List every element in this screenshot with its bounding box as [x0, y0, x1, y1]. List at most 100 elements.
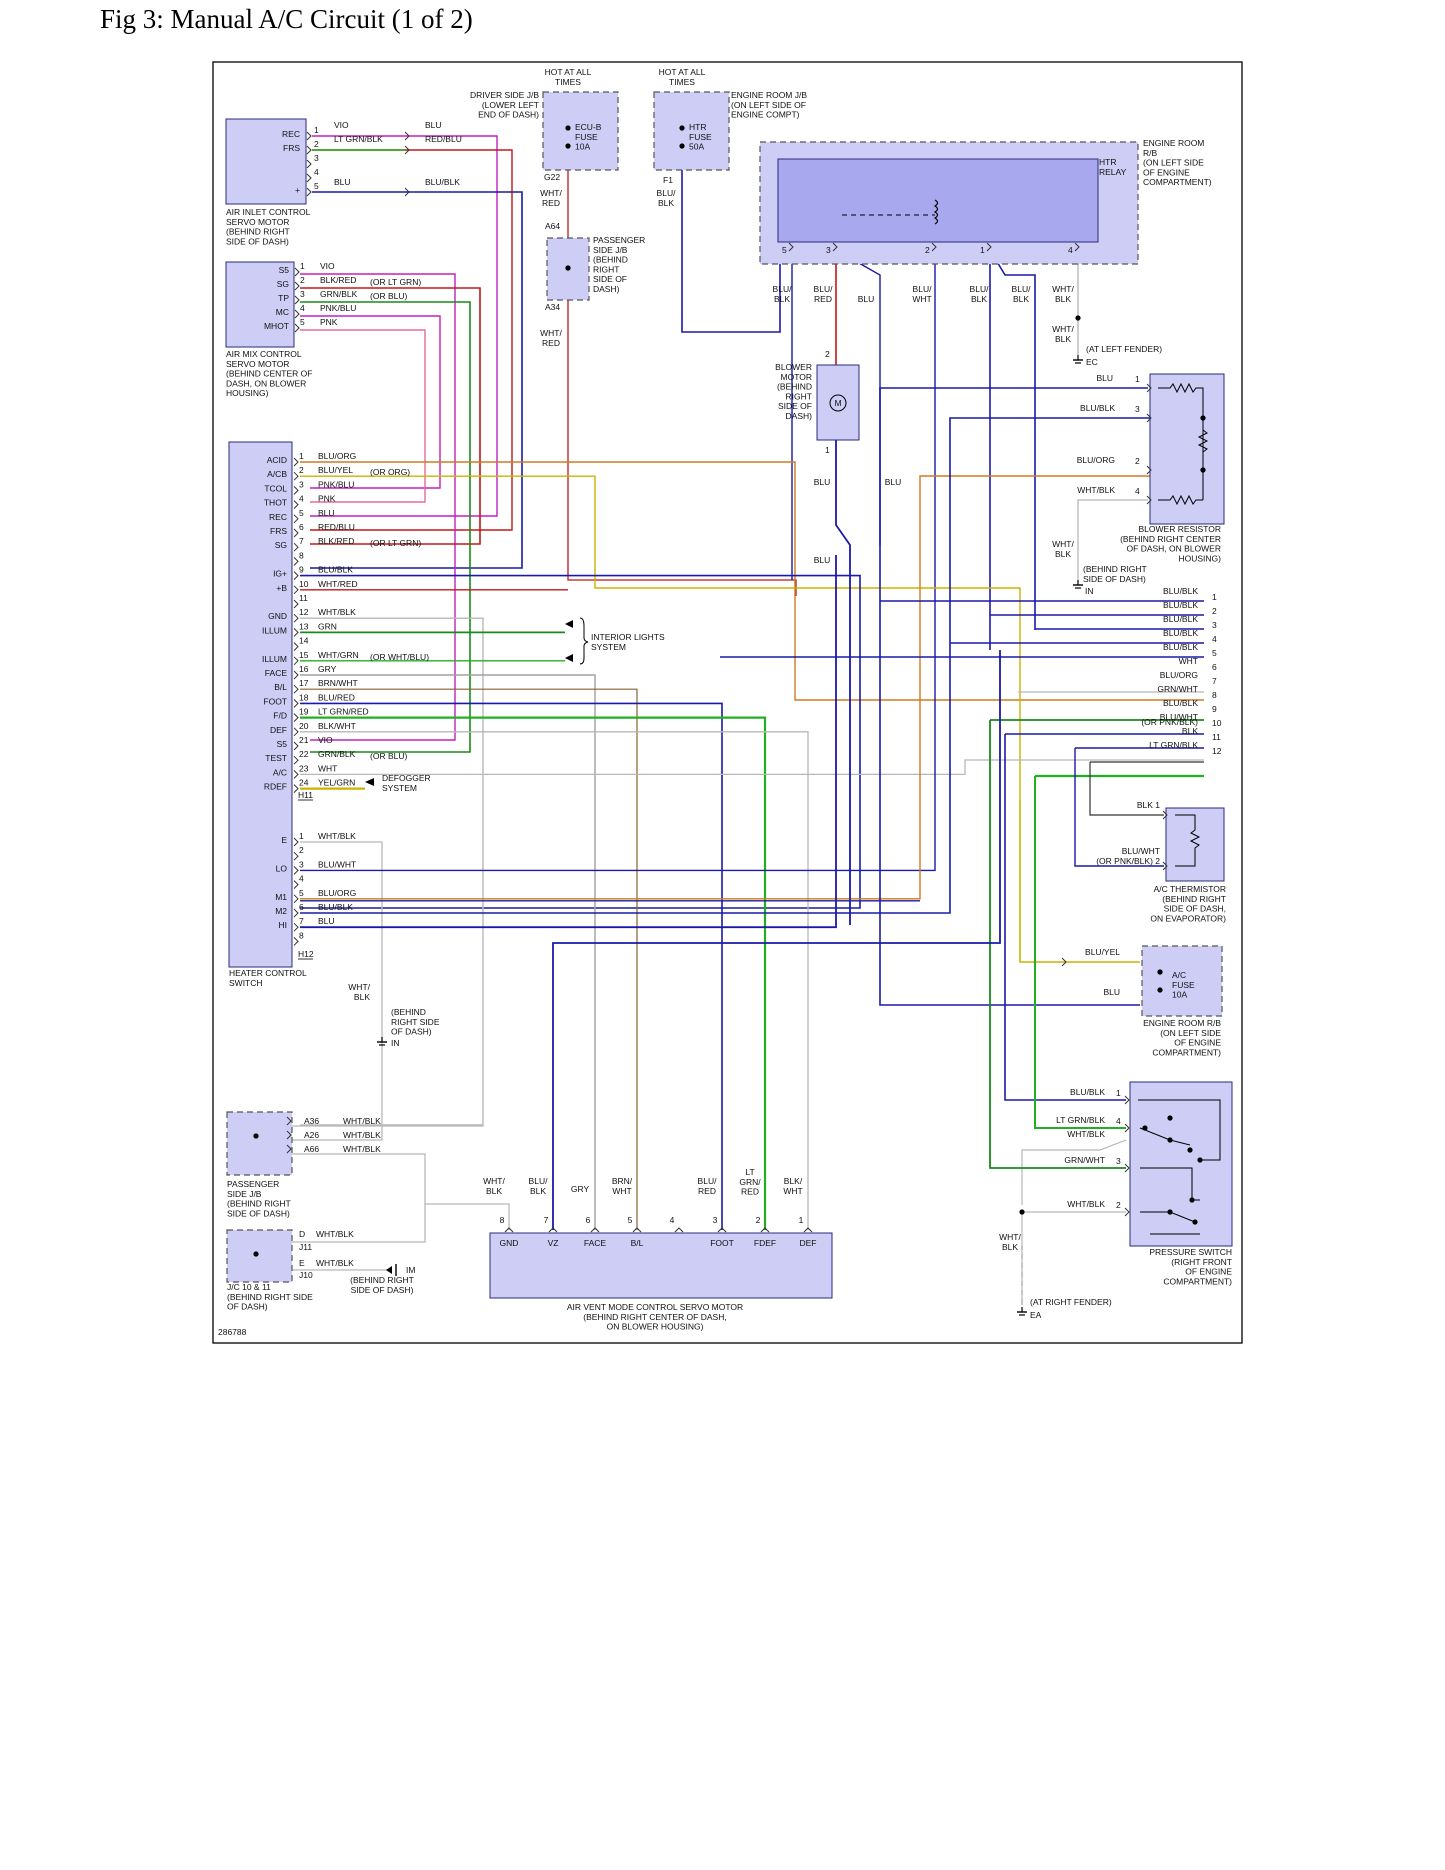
heater-pin: 11: [299, 593, 308, 603]
heater-pin-mark: [293, 585, 299, 595]
pressure-pin: 1: [1116, 1088, 1121, 1098]
mix-pin: 1: [300, 261, 305, 271]
h12-label: H12: [298, 949, 314, 959]
inlet-far-color: BLU/BLK: [425, 177, 460, 187]
heater-pin: 16: [299, 664, 309, 674]
bus-number: 5: [1212, 648, 1217, 658]
heater-b-wire-color: BLU: [318, 916, 335, 926]
heater-terminal: REC: [269, 512, 287, 522]
htr-fuse-to-relay-wire: [681, 170, 781, 333]
fd-wire: [300, 716, 767, 1230]
relay-pin-5: 5: [782, 245, 787, 255]
jb-pin-mark: [286, 1116, 292, 1126]
in-label: IN: [1085, 586, 1094, 596]
inlet-far-color: RED/BLU: [425, 134, 462, 144]
heater-pin-mark: [293, 727, 299, 737]
vent-terminal: VZ: [548, 1238, 559, 1248]
relay-pin-mark: [832, 242, 838, 252]
heater-wire-color: WHT/RED: [318, 579, 358, 589]
heater-pin: 23: [299, 763, 309, 773]
vent-terminal: B/L: [631, 1238, 644, 1248]
inline-connector: [404, 131, 410, 141]
pressure-wire-color: BLU/BLK: [1070, 1087, 1105, 1097]
vent-pin: 1: [799, 1215, 804, 1225]
heater-wire-color: BLU/RED: [318, 692, 355, 702]
mix-mhot-wire: [300, 329, 426, 503]
relay-wire-color: BLU/BLK: [1012, 284, 1032, 304]
vent-pin: 7: [544, 1215, 549, 1225]
heater-wire-color: RED/BLU: [318, 522, 355, 532]
heater-pin: 18: [299, 692, 309, 702]
relay-wire-color: WHT/BLK: [1052, 284, 1074, 304]
splice-dot: [1142, 1125, 1148, 1131]
heater-wire-color: BLU/ORG: [318, 451, 356, 461]
mix-pin: 4: [300, 303, 305, 313]
heater-pin: 3: [299, 479, 304, 489]
mix-pin: 2: [300, 275, 305, 285]
ac-wire: [300, 759, 1204, 776]
mix-tp-wire: [300, 301, 471, 753]
resistor-pin-mark: [1146, 413, 1152, 423]
heater-b-pin: 6: [299, 902, 304, 912]
jb-a66-wire: [292, 1153, 426, 1243]
interior-arrow: [565, 620, 573, 628]
heater-wire-color: GRN/BLK: [318, 749, 356, 759]
jb-pin-mark: [286, 1144, 292, 1154]
inlet-far-color: BLU: [425, 120, 442, 130]
resistor-blu-wire: [879, 387, 1148, 545]
heater-terminal: F/D: [273, 711, 287, 721]
thermistor-bluwht-wire: [1074, 748, 1164, 867]
vent-wire-color: BLU/RED: [698, 1176, 718, 1196]
blower-blu-label: BLU: [885, 477, 902, 487]
heater-wire-color: GRY: [318, 664, 337, 674]
splice-dot: [565, 143, 571, 149]
splice-dot: [253, 1133, 259, 1139]
heater-wire-color: LT GRN/RED: [318, 707, 369, 717]
heater-pin: 24: [299, 778, 309, 788]
figure-title: Fig 3: Manual A/C Circuit (1 of 2): [100, 4, 473, 34]
inline-connector: [404, 145, 410, 155]
bus-wire-color: WHT: [1179, 656, 1198, 666]
ea-label: EA: [1030, 1310, 1042, 1320]
thermistor-element: [1175, 814, 1201, 867]
inlet-terminal: +: [295, 185, 300, 195]
heater-pin: 9: [299, 565, 304, 575]
connector-mark: [1162, 810, 1168, 820]
diagram-frame: [212, 61, 1243, 1344]
pressure-pin: 2: [1116, 1200, 1121, 1210]
heater-pin: 10: [299, 579, 309, 589]
heater-b-pin-mark: [293, 866, 299, 875]
heater-b-pin-mark: [293, 908, 299, 918]
pressure-whtblk-color: WHT/BLK: [1067, 1129, 1105, 1139]
air-vent-servo-label: AIR VENT MODE CONTROL SERVO MOTOR(BEHIND…: [567, 1302, 743, 1332]
heater-b-terminal: E: [281, 835, 287, 845]
htr-relay-body: [777, 158, 1099, 243]
heater-pin: 7: [299, 536, 304, 546]
mix-pin-mark: [294, 295, 300, 305]
heater-pin: 19: [299, 707, 309, 717]
heater-pin: 14: [299, 636, 309, 646]
ac-fuse-yel-wire: [1019, 800, 1140, 963]
bus-number: 12: [1212, 746, 1222, 756]
bus-number: 4: [1212, 634, 1217, 644]
at-right-fender-label: (AT RIGHT FENDER): [1030, 1297, 1112, 1307]
a34-label: A34: [545, 302, 560, 312]
mix-wire-note: (OR BLU): [370, 291, 407, 301]
relay-pin-2: 2: [925, 245, 930, 255]
mix-mc-wire: [300, 315, 441, 489]
interior-brace: [579, 617, 589, 665]
heater-wire-color: WHT: [318, 763, 337, 773]
at-left-fender-label: (AT LEFT FENDER): [1086, 344, 1162, 354]
heater-pin-mark: [293, 684, 299, 694]
bus-number: 10: [1212, 718, 1222, 728]
bus-wire-color: BLU/BLK: [1163, 600, 1198, 610]
vent-pin: 5: [628, 1215, 633, 1225]
heater-pin-mark: [293, 599, 299, 609]
heater-b-terminal: M1: [275, 892, 287, 902]
htr-wire-color: BLU/BLK: [657, 188, 677, 208]
inline-connector: [1061, 957, 1067, 967]
